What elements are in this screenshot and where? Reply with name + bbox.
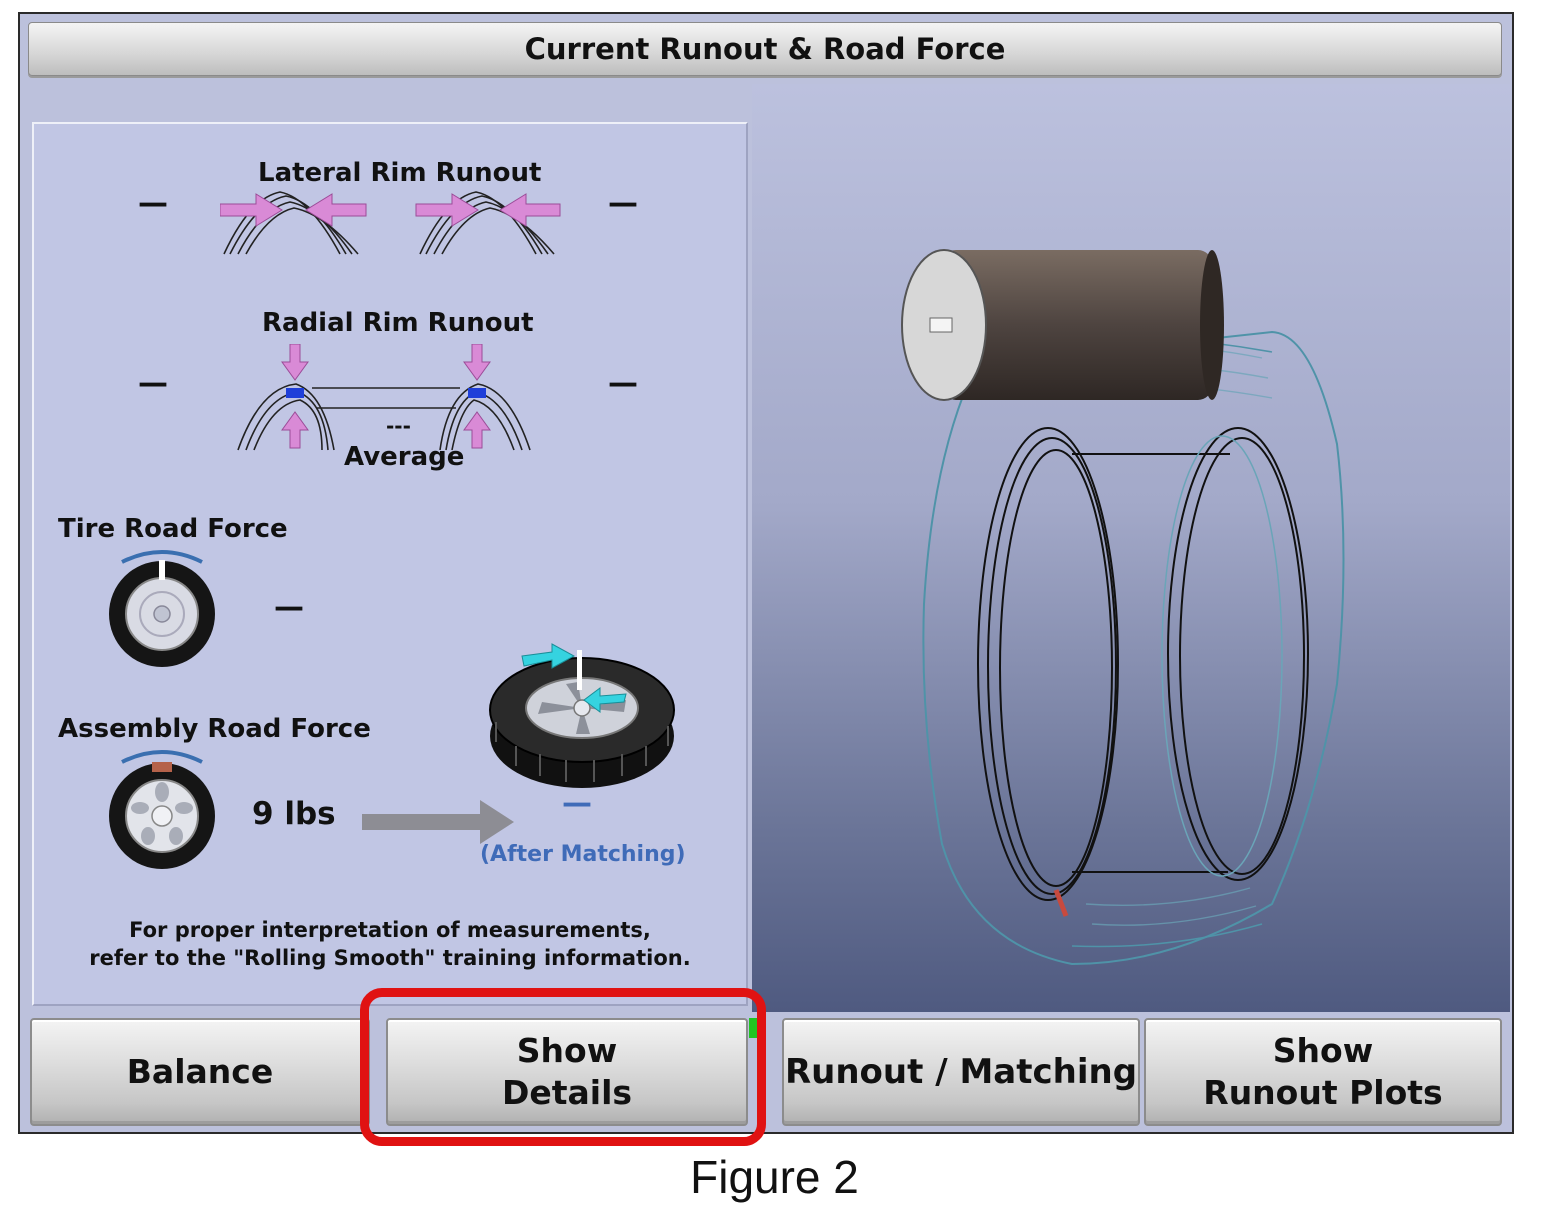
radial-runout-icon [237,344,531,451]
lateral-rim-runout-label: Lateral Rim Runout [258,158,542,188]
highlight-box [360,988,766,1146]
show-details-button[interactable]: Show Details [386,1018,748,1126]
tire-icon [109,550,215,667]
arrow-right-icon [362,800,514,844]
radial-rim-runout-label: Radial Rim Runout [262,308,534,338]
show-details-line-1: Show [516,1031,618,1070]
after-matching-label: (After Matching) [480,842,686,867]
status-indicator [749,1018,757,1038]
note-line-2: refer to the "Rolling Smooth" training i… [89,946,691,970]
details-panel: Lateral Rim Runout — — Radial Rim Runout [32,122,748,1006]
lateral-right-value: — [608,186,638,221]
show-runout-plots-button[interactable]: Show Runout Plots [1144,1018,1502,1126]
show-runout-plots-line-1: Show [1272,1031,1374,1070]
tire-road-force-label: Tire Road Force [58,514,288,544]
runout-matching-label: Runout / Matching [784,1052,1138,1092]
runout-screen: Current Runout & Road Force Lateral Rim … [18,12,1514,1134]
tire-road-force-value: — [274,590,304,625]
road-force-visualization [752,84,1510,1012]
radial-left-value: — [138,366,168,401]
tire-rotate-icon [489,643,675,788]
radial-average-value: --- [386,414,411,438]
after-matching-value: — [562,786,592,821]
figure-caption: Figure 2 [690,1151,859,1203]
assembly-road-force-label: Assembly Road Force [58,714,371,744]
balance-button-label: Balance [126,1052,274,1091]
show-runout-plots-line-2: Runout Plots [1203,1073,1443,1112]
lateral-left-value: — [138,186,168,221]
window-title: Current Runout & Road Force [28,22,1502,76]
balance-button[interactable]: Balance [30,1018,370,1126]
assembly-road-force-value: 9 lbs [252,796,336,832]
lateral-runout-icon [220,191,561,255]
radial-right-value: — [608,366,638,401]
assembly-icon [109,750,215,869]
radial-average-label: Average [344,442,465,472]
runout-matching-button[interactable]: Runout / Matching [782,1018,1140,1126]
show-details-line-2: Details [501,1073,633,1112]
note-line-1: For proper interpretation of measurement… [129,918,651,942]
road-force-drum-icon [901,249,1345,966]
